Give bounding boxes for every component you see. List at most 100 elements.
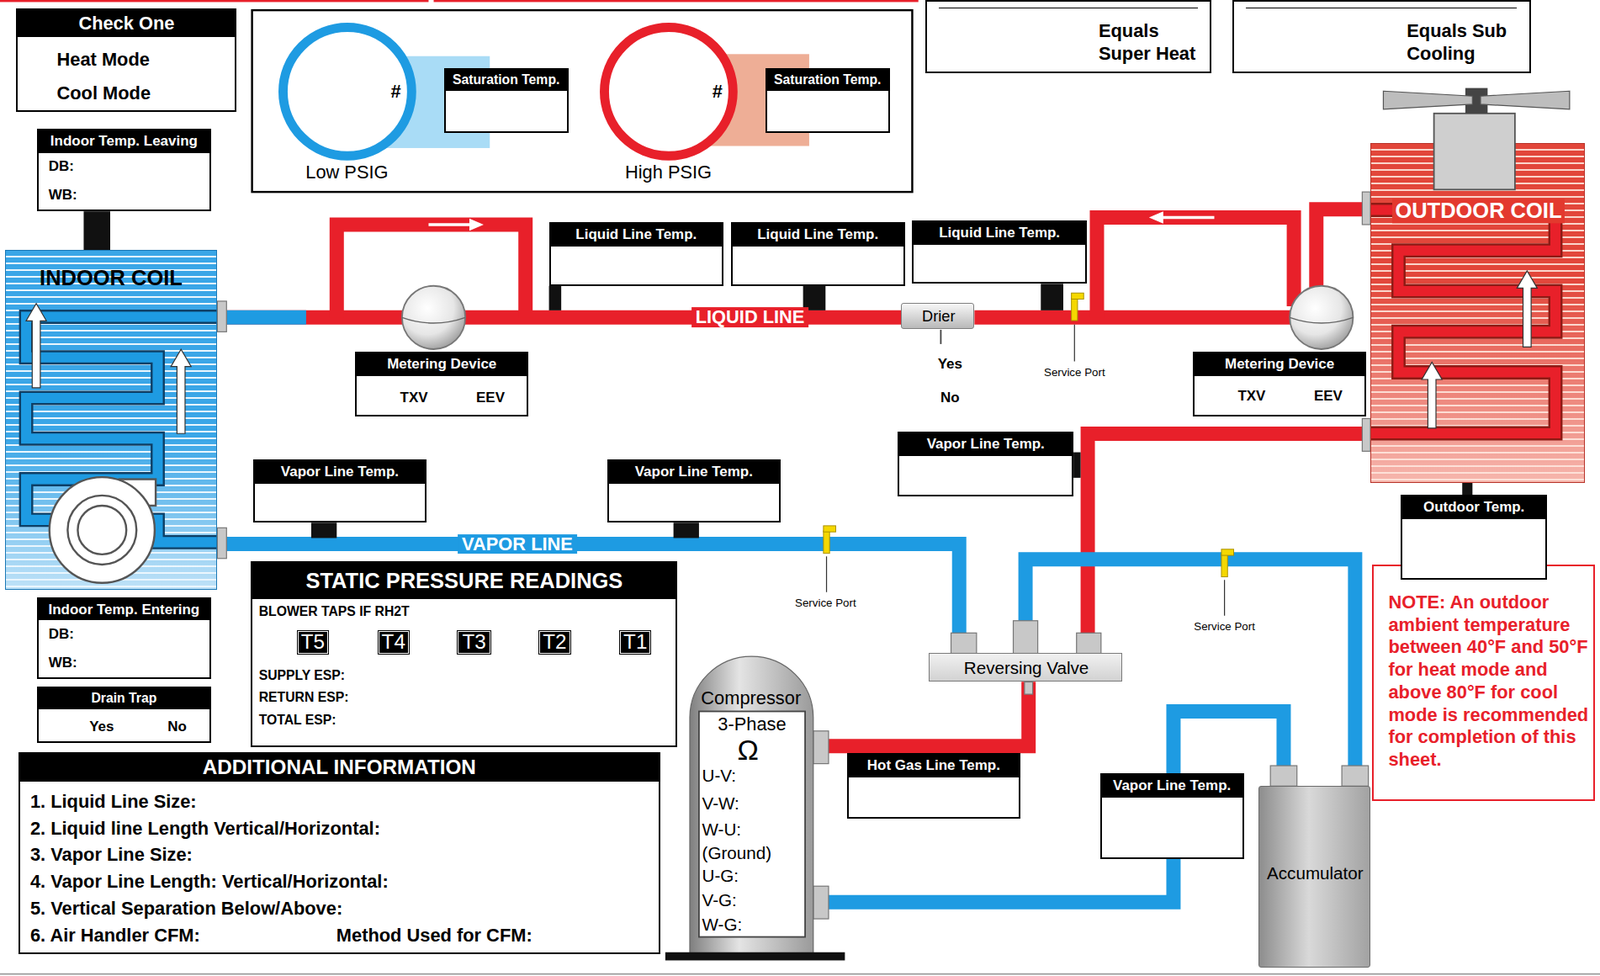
reversing-valve: Reversing Valve [928, 652, 1123, 682]
filter-drier: Drier [900, 302, 975, 329]
field-text: TXV [400, 389, 429, 407]
field-text: BLOWER TAPS IF RH2T [259, 603, 410, 620]
header-text: Vapor Line Temp. [1101, 774, 1243, 798]
saturation-box: Saturation Temp. [444, 68, 569, 133]
field-text: DB: [48, 158, 75, 176]
header-text: Indoor Temp. Leaving [38, 130, 210, 154]
port-label: Service Port [794, 596, 857, 610]
note-text: NOTE: An outdoor ambient temperature bet… [1388, 591, 1589, 772]
outdoor-coil: OUTDOOR COIL [1370, 143, 1585, 483]
temp-box: Liquid Line Temp. [549, 222, 724, 286]
coil-title: INDOOR COIL [39, 265, 183, 291]
field-text: 3-Phase [717, 714, 786, 736]
field-text: Method Used for CFM: [336, 924, 533, 946]
field-text: No [167, 719, 187, 737]
field-text: V-W: [702, 793, 740, 814]
tap-label: T2 [539, 630, 570, 654]
sphere-seam [1289, 317, 1353, 324]
temp-box: Liquid Line Temp. [911, 220, 1087, 284]
field-text: 6. Air Handler CFM: [30, 924, 201, 946]
tap-box: T4 [378, 630, 409, 654]
metering-sphere [1289, 286, 1353, 350]
field-text: # [712, 81, 723, 103]
header-text: Vapor Line Temp. [254, 460, 425, 484]
field-text: U-V: [702, 765, 737, 786]
tap-box: T1 [619, 630, 651, 654]
refrigerant-pipe [813, 681, 1029, 746]
flow-arrow [428, 218, 484, 232]
field-text: Cool Mode [57, 83, 152, 105]
temp-box: Indoor Temp. EnteringDB:WB: [37, 597, 212, 679]
field-text: Compressor [700, 687, 801, 709]
tap-label: T5 [297, 630, 329, 654]
result-box: Equals Super Heat [925, 0, 1212, 74]
field-text: 3. Vapor Line Size: [30, 844, 193, 866]
ohm-symbol: Ω [736, 733, 758, 767]
compressor: Compressor3-PhaseΩU-V:V-W:W-U:(Ground)U-… [689, 656, 814, 954]
field-text: High PSIG [625, 161, 712, 183]
temp-box: Vapor Line Temp. [607, 459, 781, 523]
temp-box: Vapor Line Temp. [253, 459, 427, 523]
tap-box: T3 [457, 630, 491, 654]
pressure-gauge: # High PSIG [597, 20, 742, 189]
metering-sphere [402, 286, 466, 350]
header-text: Hot Gas Line Temp. [848, 754, 1019, 778]
field-text: 5. Vertical Separation Below/Above: [30, 898, 343, 920]
header-text: Liquid Line Temp. [732, 223, 904, 247]
header-text: Check One [17, 10, 235, 38]
temp-box: Vapor Line Temp. [1100, 773, 1245, 859]
field-text: EEV [476, 389, 505, 407]
tap-label: T3 [457, 630, 491, 654]
pressure-gauge: # Low PSIG [275, 20, 421, 189]
temp-box: Indoor Temp. LeavingDB:WB: [37, 128, 212, 212]
header-text: Vapor Line Temp. [899, 433, 1072, 456]
field-text: Low PSIG [305, 161, 388, 183]
header-text: Indoor Temp. Entering [38, 598, 210, 620]
info-box: ADDITIONAL INFORMATION1. Liquid Line Siz… [18, 752, 661, 954]
sensor-stubs [83, 211, 1473, 538]
result-box: Equals Sub Cooling [1232, 0, 1531, 74]
bypass-loop [1096, 217, 1294, 318]
accumulator: Accumulator [1258, 785, 1371, 968]
metering-box: Metering DeviceTXV EEV [354, 351, 529, 416]
coil-title: OUTDOOR COIL [1392, 198, 1564, 223]
field-text: 1. Liquid Line Size: [30, 790, 197, 812]
flow-arrow [1149, 211, 1215, 224]
header-text: Vapor Line Temp. [609, 460, 779, 484]
field-text: 4. Vapor Line Length: Vertical/Horizonta… [30, 870, 389, 892]
field-text: 2. Liquid line Length Vertical/Horizonta… [30, 817, 381, 839]
field-text: TOTAL ESP: [259, 712, 337, 728]
header-text: Liquid Line Temp. [913, 222, 1085, 245]
tap-box: T5 [297, 630, 329, 654]
field-text: Reversing Valve [964, 657, 1090, 679]
field-text: # [391, 81, 402, 103]
top-rule [0, 0, 429, 2]
drain-trap-box: Drain TrapYesNo [37, 686, 212, 743]
field-text: Heat Mode [57, 49, 150, 71]
tap-label: T1 [619, 630, 651, 654]
result-text: Equals Sub Cooling [1406, 20, 1521, 65]
temp-box: Hot Gas Line Temp. [847, 752, 1021, 819]
field-text: Drier [921, 307, 955, 326]
field-text: Yes [89, 719, 114, 737]
port-label: Service Port [1193, 619, 1256, 633]
service-ports [823, 292, 1235, 615]
temp-box: Vapor Line Temp. [897, 431, 1074, 496]
indoor-coil: INDOOR COIL [5, 249, 218, 590]
header-text: Saturation Temp. [445, 69, 567, 91]
field-text: DB: [48, 625, 75, 643]
header-text: Saturation Temp. [767, 69, 889, 91]
result-text: Equals Super Heat [1098, 20, 1205, 65]
sphere-seam [402, 317, 466, 324]
header-text: Liquid Line Temp. [550, 223, 722, 247]
field-text: W-G: [702, 914, 743, 935]
rule-line [938, 7, 1198, 9]
field-text: TXV [1237, 388, 1266, 406]
field-text: Accumulator [1266, 863, 1364, 884]
header-text: Metering Device [356, 353, 527, 377]
rule-line [1245, 7, 1518, 9]
indoor-coil-art [5, 250, 217, 589]
drier-lead [939, 329, 942, 345]
tap-box: T2 [539, 630, 570, 654]
